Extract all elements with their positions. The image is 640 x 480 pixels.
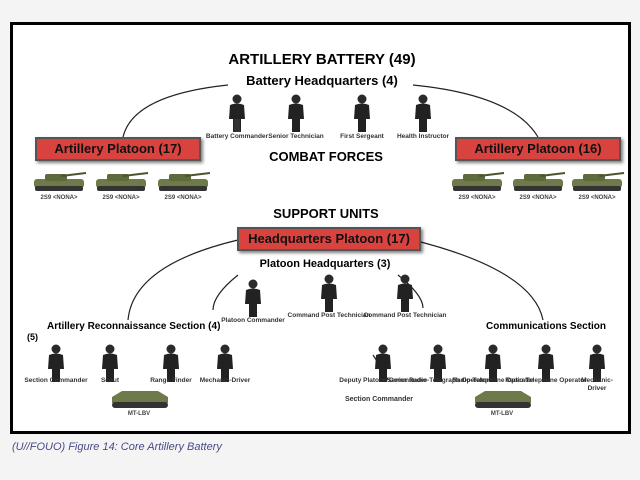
vehicle-label: 2S9 <NONA> — [578, 195, 616, 201]
recon-vehicle-label: MT-LBV — [127, 411, 151, 417]
member-cp-technician: Command Post Technician — [287, 312, 371, 319]
background-watermark — [30, 4, 610, 20]
comms-vehicle-label: MT-LBV — [490, 411, 514, 417]
armored-carrier-icon — [475, 391, 531, 408]
member-radio-telephone-operator: Radio-Telephone Operator — [505, 377, 587, 384]
soldier-icon — [390, 273, 420, 313]
connector-platoon-commander — [212, 274, 239, 311]
org-chart-figure: ARTILLERY BATTERY (49) Battery Headquart… — [10, 22, 631, 434]
tank-icon — [513, 172, 566, 191]
member-radio-telephone-operator: Radio-Telephone Operator — [452, 377, 534, 384]
headquarters-platoon: Headquarters Platoon (17) — [237, 227, 421, 251]
soldier-icon — [41, 343, 71, 383]
connector-right-platoon — [412, 84, 539, 138]
vehicle-label: 2S9 <NONA> — [102, 195, 140, 201]
soldier-icon — [531, 343, 561, 383]
member-senior-technician: Senior Technician — [268, 133, 324, 140]
member-radio-telegraph-operator: Senior Radio-Telegraph Operator — [386, 377, 490, 384]
tank-icon — [158, 172, 211, 191]
member-cp-technician: Command Post Technician — [363, 312, 447, 319]
soldier-icon — [95, 343, 125, 383]
figure-caption: (U//FOUO) Figure 14: Core Artillery Batt… — [12, 441, 222, 453]
soldier-icon — [478, 343, 508, 383]
member-health-instructor: Health Instructor — [396, 133, 450, 140]
armored-carrier-icon — [112, 391, 168, 408]
soldier-icon — [582, 343, 612, 383]
soldier-icon — [222, 93, 252, 133]
tank-icon — [452, 172, 505, 191]
right-artillery-platoon: Artillery Platoon (16) — [455, 137, 621, 161]
member-section-commander: Section Commander — [344, 396, 414, 403]
vehicle-label: 2S9 <NONA> — [519, 195, 557, 201]
member-deputy-platoon-commander: Deputy Platoon Commander — [339, 377, 427, 384]
tank-icon — [96, 172, 149, 191]
member-mechanic-driver: Mechanic-Driver — [199, 377, 251, 384]
comms-section-label: Communications Section — [486, 321, 607, 332]
member-first-sergeant: First Sergeant — [340, 133, 384, 140]
soldier-icon — [210, 343, 240, 383]
tank-icon — [34, 172, 87, 191]
connector-recon — [127, 239, 239, 321]
left-artillery-platoon: Artillery Platoon (17) — [35, 137, 201, 161]
soldier-icon — [408, 93, 438, 133]
soldier-icon — [423, 343, 453, 383]
member-platoon-commander: Platoon Commander — [221, 317, 285, 324]
vehicle-label: 2S9 <NONA> — [164, 195, 202, 201]
tank-icon — [572, 172, 625, 191]
soldier-icon — [156, 343, 186, 383]
platoon-hq-label: Platoon Headquarters (3) — [259, 258, 391, 270]
soldier-icon — [347, 93, 377, 133]
member-section-commander: Section Commander — [24, 377, 88, 384]
connector-left-platoon — [122, 84, 229, 138]
soldier-icon — [238, 278, 268, 318]
recon-section-count: (5) — [27, 332, 38, 342]
combat-forces-label: COMBAT FORCES — [269, 149, 383, 164]
member-scout: Scout — [100, 377, 120, 384]
vehicle-label: 2S9 <NONA> — [40, 195, 78, 201]
connector-comms — [412, 239, 544, 321]
support-units-label: SUPPORT UNITS — [273, 206, 379, 221]
soldier-icon — [314, 273, 344, 313]
chart-title: ARTILLERY BATTERY (49) — [228, 51, 416, 68]
recon-section-label: Artillery Reconnaissance Section (4) — [47, 321, 221, 332]
battery-hq-label: Battery Headquarters (4) — [246, 73, 398, 88]
member-battery-commander: Battery Commander — [205, 133, 269, 140]
soldier-icon — [368, 343, 398, 383]
vehicle-label: 2S9 <NONA> — [458, 195, 496, 201]
member-mechanic-driver: Mechanic-Driver — [581, 377, 613, 392]
member-range-finder: Range Finder — [150, 377, 192, 384]
soldier-icon — [281, 93, 311, 133]
